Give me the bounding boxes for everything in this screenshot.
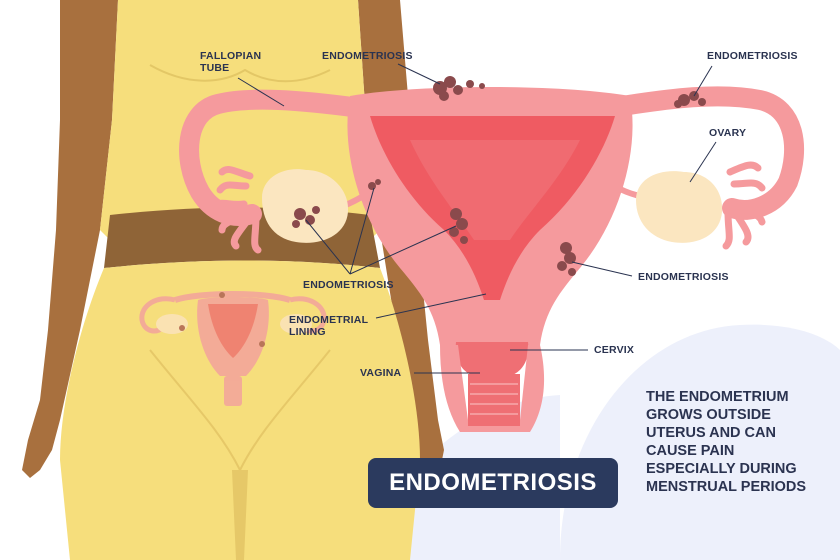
endometriosis-lesions: [292, 76, 706, 276]
lesion-uterus-right: [557, 242, 576, 276]
label-endometriosis-top-right: ENDOMETRIOSIS: [707, 50, 798, 62]
small-lesion-2: [259, 341, 265, 347]
lesion-top: [433, 76, 485, 101]
label-endometriosis-top: ENDOMETRIOSIS: [322, 50, 413, 62]
label-endometrial-lining: ENDOMETRIAL LINING: [289, 314, 368, 338]
leader-endo-right: [571, 261, 633, 277]
right-fimbriae-2: [726, 161, 766, 192]
large-uterus: [179, 86, 804, 432]
small-ovary-left: [156, 314, 188, 334]
small-uterus: [139, 291, 327, 406]
description-line: THE ENDOMETRIUM: [646, 389, 789, 405]
leader-endo-left-3: [349, 225, 457, 275]
description-line: GROWS OUTSIDE: [646, 407, 771, 423]
description-line: UTERUS AND CAN: [646, 425, 776, 441]
left-arm: [22, 0, 118, 478]
title-banner: ENDOMETRIOSIS: [368, 458, 618, 508]
small-lesion-3: [179, 325, 185, 331]
label-cervix: CERVIX: [594, 344, 635, 356]
left-ovary: [262, 169, 349, 243]
small-uterus-cavity: [208, 304, 258, 358]
leader-endo-top: [397, 63, 441, 85]
small-ovary-right: [280, 314, 312, 334]
right-fimbriae: [722, 200, 766, 250]
label-fallopian-tube-line2: TUBE: [200, 62, 230, 74]
lesion-uterus-left: [449, 208, 468, 244]
label-vagina: VAGINA: [360, 367, 402, 379]
label-endometriosis-left: ENDOMETRIOSIS: [303, 279, 394, 291]
small-lesion-1: [219, 292, 225, 298]
label-ovary: OVARY: [709, 127, 747, 139]
left-fimbriae: [212, 199, 262, 254]
leader-endo-top-right: [693, 65, 713, 97]
left-fallopian-tube: [179, 89, 370, 226]
uterine-cavity-inner: [410, 140, 580, 240]
vagina-canal: [468, 374, 520, 426]
leader-fallopian: [237, 77, 285, 107]
chest-line: [149, 64, 331, 83]
background-blob: [560, 324, 840, 560]
small-vagina: [224, 376, 242, 406]
small-tube-left: [139, 296, 176, 334]
description-line: ESPECIALLY DURING: [646, 461, 797, 477]
leg-gap: [232, 470, 248, 560]
description-line: MENSTRUAL PERIODS: [646, 479, 807, 495]
label-endometriosis-right: ENDOMETRIOSIS: [638, 271, 729, 283]
label-fallopian-tube: FALLOPIAN TUBE: [200, 50, 261, 74]
description-line: CAUSE PAIN: [646, 443, 735, 459]
label-endometrial-lining-line2: LINING: [289, 326, 326, 338]
left-fimbriae-2: [216, 166, 254, 194]
right-ovary: [636, 171, 723, 243]
hips-garment: [60, 260, 420, 560]
vagina: [440, 345, 545, 432]
description-text: THE ENDOMETRIUM GROWS OUTSIDE UTERUS AND…: [646, 388, 836, 496]
vaginal-rugae: [470, 383, 518, 415]
cervix: [455, 342, 529, 376]
label-fallopian-tube-line1: FALLOPIAN: [200, 50, 262, 62]
label-endometrial-lining-line1: ENDOMETRIAL: [289, 314, 369, 326]
small-tube-bar: [174, 291, 291, 303]
leader-ovary: [689, 141, 717, 183]
leader-lining: [375, 293, 487, 319]
lesion-top-right: [674, 91, 706, 108]
leader-endo-left-2: [349, 187, 375, 275]
leader-endo-left-1: [305, 219, 351, 275]
leader-lines: [237, 63, 717, 374]
